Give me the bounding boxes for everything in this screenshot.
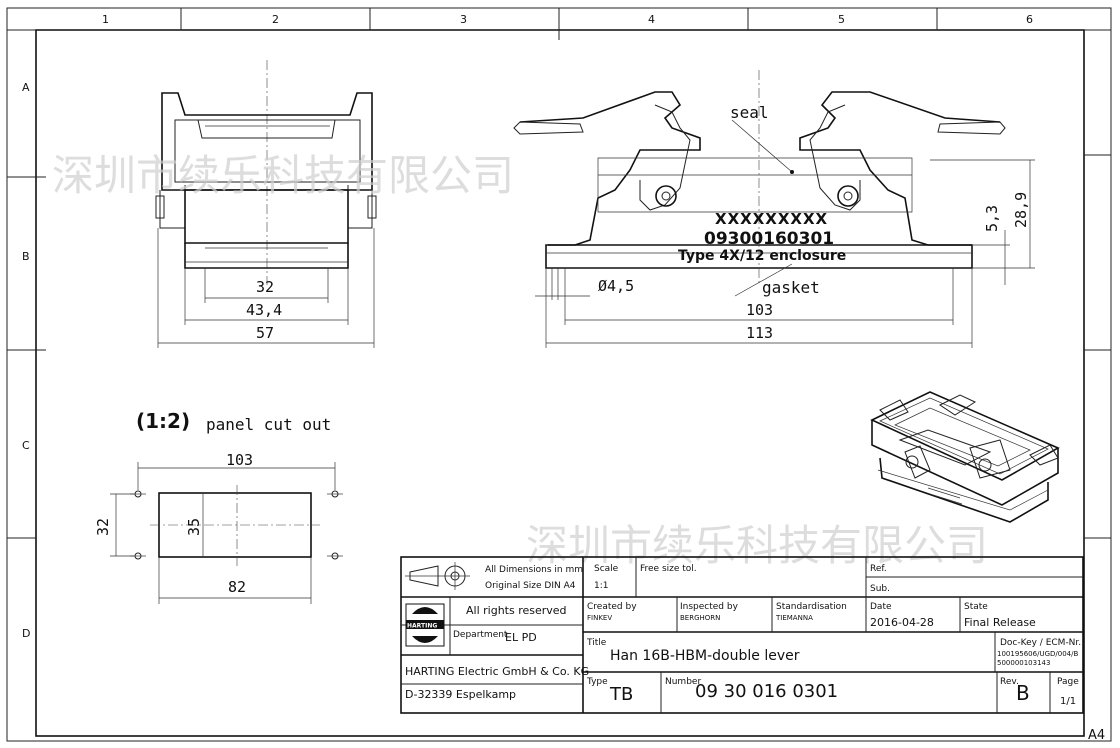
page-value: 1/1: [1060, 696, 1076, 707]
dockey-value-1: 100195606/UGD/004/B: [997, 650, 1078, 658]
column-grid: [7, 8, 1111, 40]
watermark-bottom: 深圳市续乐科技有限公司: [526, 521, 988, 570]
department-label: Department: [453, 630, 508, 640]
note-dimensions: All Dimensions in mm: [485, 565, 583, 575]
column-label-5: 5: [838, 13, 845, 26]
column-label-4: 4: [648, 13, 655, 26]
row-label-c: C: [22, 439, 30, 452]
row-label-b: B: [22, 250, 30, 263]
dim-panel-82: 82: [228, 578, 246, 596]
logo-text: HARTING: [407, 623, 437, 630]
dim-panel-32: 32: [94, 518, 112, 536]
column-label-3: 3: [460, 13, 467, 26]
rights: All rights reserved: [466, 604, 567, 617]
column-label-1: 1: [102, 13, 109, 26]
date-value: 2016-04-28: [870, 616, 934, 629]
panel-title: panel cut out: [206, 415, 331, 434]
dim-hole-diameter: Ø4,5: [598, 277, 634, 295]
number-label: Number: [665, 677, 701, 687]
dim-side-113: 113: [746, 324, 773, 342]
column-label-6: 6: [1026, 13, 1033, 26]
dim-panel-35: 35: [185, 518, 203, 536]
dim-panel-103: 103: [226, 451, 253, 469]
isometric-view: [870, 391, 1060, 523]
panel-scale-label: (1:2): [136, 409, 190, 433]
state-value: Final Release: [964, 616, 1036, 629]
panel-cutout-drawing: [110, 462, 343, 604]
part-marking-2: 09300160301: [704, 229, 834, 249]
side-view: [513, 70, 1035, 348]
seal-label: seal: [730, 103, 769, 122]
number-value: 09 30 016 0301: [695, 681, 838, 702]
title-value: Han 16B-HBM-double lever: [610, 648, 800, 664]
page-label: Page: [1057, 677, 1079, 687]
dim-front-43-4: 43,4: [246, 301, 282, 319]
type-value: TB: [609, 684, 633, 705]
note-original-size: Original Size DIN A4: [485, 581, 576, 591]
inner-frame: [35, 29, 1085, 737]
inspected-label: Inspected by: [680, 602, 739, 612]
dockey-value-2: 500000103143: [997, 659, 1050, 667]
created-value: FINKEV: [587, 614, 612, 622]
rev-value: B: [1016, 681, 1030, 705]
scale-label: Scale: [594, 564, 619, 574]
dim-height-28-9: 28,9: [1012, 192, 1030, 228]
front-view: [155, 60, 377, 348]
part-marking-3: Type 4X/12 enclosure: [678, 248, 846, 264]
rev-label: Rev.: [1000, 677, 1019, 687]
type-label: Type: [586, 677, 608, 687]
scale-value: 1:1: [594, 581, 608, 591]
title-label: Title: [586, 638, 607, 648]
date-label: Date: [870, 602, 892, 612]
sheet-format: A4: [1088, 728, 1105, 743]
tolerance: Free size tol.: [640, 564, 697, 574]
state-label: State: [964, 602, 988, 612]
dim-side-103: 103: [746, 301, 773, 319]
address: D-32339 Espelkamp: [405, 688, 516, 701]
row-grid: [7, 154, 1111, 539]
dockey-label: Doc-Key / ECM-Nr.: [1000, 638, 1081, 648]
standard-label: Standardisation: [776, 602, 847, 612]
created-label: Created by: [587, 602, 637, 612]
harting-logo: [405, 603, 445, 647]
dim-height-5-3: 5,3: [983, 205, 1001, 232]
gasket-label: gasket: [762, 278, 820, 297]
dim-front-57: 57: [256, 324, 274, 342]
sub-label: Sub.: [870, 584, 890, 594]
part-marking-1: XXXXXXXXX: [715, 210, 828, 228]
row-label-d: D: [22, 627, 30, 640]
company: HARTING Electric GmbH & Co. KG: [405, 665, 589, 678]
watermark-top: 深圳市续乐科技有限公司: [52, 151, 514, 200]
ref-label: Ref.: [870, 564, 887, 574]
column-label-2: 2: [272, 13, 279, 26]
title-block: [400, 556, 1084, 714]
row-label-a: A: [22, 81, 30, 94]
department-value: EL PD: [505, 631, 537, 644]
dim-front-32: 32: [256, 278, 274, 296]
inspected-value: BERGHORN: [680, 614, 720, 622]
standard-value: TIEMANNA: [775, 614, 813, 622]
